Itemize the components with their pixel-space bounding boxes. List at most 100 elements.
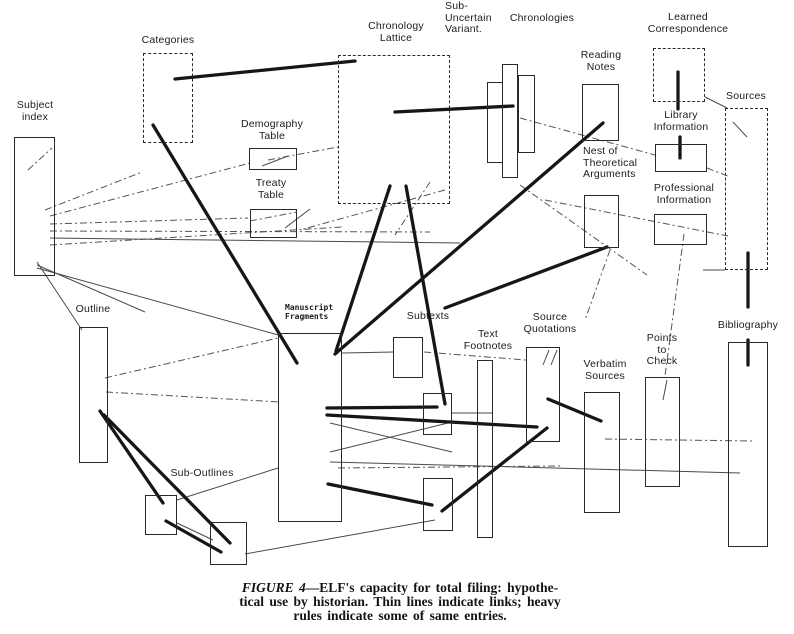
label-sources: Sources <box>726 90 766 102</box>
box-manuscript-fragments <box>278 333 342 522</box>
dashed-link-line <box>337 465 561 469</box>
dashed-link-line <box>664 233 685 377</box>
heavy-rule-line <box>546 397 603 423</box>
box-subtexts-3 <box>423 478 453 531</box>
dashed-link-line <box>519 184 648 276</box>
label-learned-correspondence: Learned Correspondence <box>647 11 729 35</box>
label-categories: Categories <box>141 34 195 46</box>
dashed-link-line <box>584 249 611 321</box>
box-subtexts-2 <box>423 393 452 435</box>
box-points-to-check <box>645 377 680 487</box>
label-nest-theoretical-arguments: Nest of Theoretical Arguments <box>583 145 638 180</box>
label-points-to-check: Points to Check <box>646 332 678 367</box>
box-verbatim-sources <box>584 392 620 513</box>
box-source-quotations <box>526 347 560 442</box>
box-sub-outlines-1 <box>145 495 177 535</box>
thin-link-line <box>36 267 283 337</box>
thin-link-line <box>329 421 453 453</box>
box-chronologies-right <box>518 75 535 153</box>
box-nest-theoretical-arguments <box>584 195 619 248</box>
dashed-link-line <box>394 181 431 236</box>
label-source-quotations: Source Quotations <box>523 311 577 335</box>
box-reading-notes <box>582 84 619 141</box>
box-library-information <box>655 144 707 172</box>
caption-figure-number: FIGURE 4 <box>241 580 306 595</box>
dashed-link-line <box>604 438 753 442</box>
figure-caption: FIGURE 4—ELF's capacity for total filing… <box>228 581 572 623</box>
label-bibliography: Bibliography <box>717 319 779 331</box>
heavy-rule-line <box>325 413 539 429</box>
dashed-link-line <box>105 391 281 403</box>
box-treaty-table <box>250 209 297 238</box>
thin-link-line <box>732 121 748 138</box>
box-bibliography <box>728 342 768 547</box>
box-chronologies-left <box>487 82 503 163</box>
dashed-link-line <box>706 167 731 178</box>
label-demography-table: Demography Table <box>240 118 304 142</box>
label-verbatim-sources: Verbatim Sources <box>583 358 627 382</box>
label-text-footnotes: Text Footnotes <box>463 328 513 352</box>
thin-link-line <box>284 208 311 229</box>
thin-link-line <box>542 349 550 366</box>
thin-link-line <box>36 264 146 313</box>
label-manuscript-fragments: Manuscript Fragments <box>285 303 334 321</box>
caption-line-1-text: —ELF's capacity for total filing: hypoth… <box>305 580 559 595</box>
label-sub-uncertain-variant: Sub- Uncertain Variant. <box>445 0 492 35</box>
thin-link-line <box>36 261 83 331</box>
label-chronologies: Chronologies <box>509 12 575 24</box>
thin-link-line <box>261 155 289 167</box>
label-reading-notes: Reading Notes <box>580 49 622 73</box>
caption-line-1: FIGURE 4—ELF's capacity for total filing… <box>228 581 572 595</box>
box-subject-index <box>14 137 55 276</box>
box-outline <box>79 327 108 463</box>
box-demography-table <box>249 148 297 170</box>
dashed-link-line <box>267 146 339 161</box>
box-sources <box>725 108 768 270</box>
thin-link-line <box>662 379 668 401</box>
box-sub-outlines-2 <box>210 522 247 565</box>
label-subtexts: Subtexts <box>406 310 450 322</box>
dashed-link-line <box>519 117 656 156</box>
label-sub-outlines: Sub-Outlines <box>170 467 234 479</box>
heavy-rule-line <box>333 121 605 356</box>
heavy-rule-line <box>164 519 223 554</box>
dashed-link-line <box>49 162 251 217</box>
label-subject-index: Subject index <box>16 99 54 123</box>
caption-line-3: rules indicate some of same entries. <box>293 608 507 623</box>
thin-link-line <box>176 522 214 541</box>
heavy-rule-line <box>102 413 232 545</box>
heavy-rule-line <box>325 405 439 410</box>
box-subtexts-1 <box>393 337 423 378</box>
box-chronology-lattice <box>338 55 450 204</box>
thin-link-line <box>329 461 741 474</box>
label-outline: Outline <box>75 303 111 315</box>
label-treaty-table: Treaty Table <box>255 177 287 201</box>
dashed-link-line <box>44 171 143 211</box>
heavy-rule-line <box>443 245 609 310</box>
label-chronology-lattice: Chronology Lattice <box>368 20 424 44</box>
dashed-link-line <box>49 226 343 246</box>
box-professional-information <box>654 214 707 245</box>
box-text-footnotes <box>477 360 493 538</box>
heavy-rule-line <box>151 123 299 365</box>
thin-link-line <box>244 519 436 555</box>
dashed-link-line <box>49 230 431 233</box>
thin-link-line <box>704 96 728 109</box>
thin-link-line <box>49 237 461 244</box>
heavy-rule-line <box>404 184 447 406</box>
heavy-rule-line <box>334 184 392 353</box>
heavy-rule-line <box>326 482 434 507</box>
heavy-rule-line <box>98 409 165 505</box>
thin-link-line <box>550 349 558 366</box>
thin-link-line <box>341 351 394 354</box>
label-library-information: Library Information <box>653 109 709 133</box>
heavy-rule-line <box>393 104 515 114</box>
dashed-link-line <box>27 147 53 171</box>
box-learned-correspondence <box>653 48 705 102</box>
box-categories <box>143 53 193 143</box>
dashed-link-line <box>104 337 279 379</box>
label-professional-information: Professional Information <box>653 182 715 206</box>
thin-link-line <box>176 467 279 501</box>
